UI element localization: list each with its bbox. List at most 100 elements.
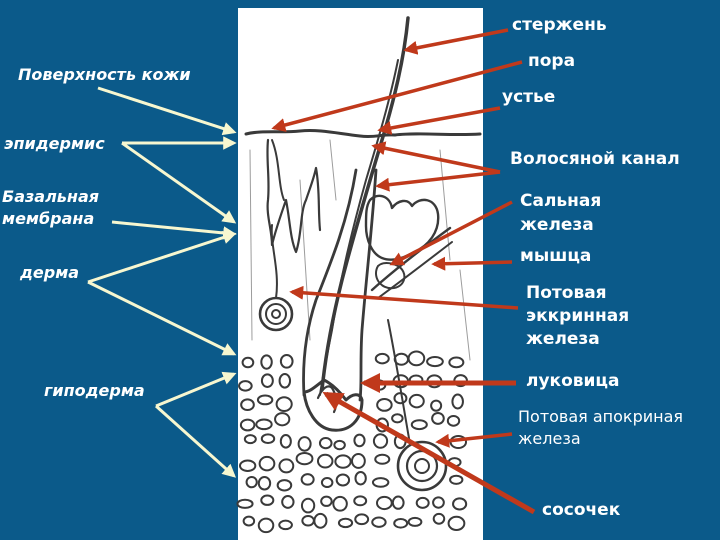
fat-cell (432, 512, 446, 525)
eccrine-coil-inner (271, 309, 281, 319)
label-dermis: дерма (20, 263, 80, 282)
fat-cell (240, 398, 255, 412)
fat-cell (371, 516, 387, 528)
label-sebaceous-line2: железа (520, 215, 594, 235)
fat-cell (447, 515, 466, 531)
fat-cell (374, 352, 390, 365)
label-bulb: луковица (526, 371, 620, 391)
arrow-pore (271, 60, 523, 132)
fat-cell (415, 496, 430, 509)
apocrine-coil-inner (414, 458, 430, 474)
label-sebaceous-line1: Сальная (520, 191, 602, 211)
arrector-muscle-2 (377, 241, 453, 299)
arrow-hypodermis-1 (155, 371, 237, 408)
right-pointer-arrows (271, 28, 536, 515)
arrow-basement (111, 220, 237, 240)
fat-cell (281, 495, 295, 509)
fat-cell (256, 394, 274, 406)
fat-cell (278, 519, 293, 531)
fat-cell (275, 396, 293, 413)
hypodermis-fat-cells (236, 350, 468, 534)
sebaceous-gland (364, 194, 440, 261)
fat-cell (407, 516, 423, 527)
fat-cell (279, 353, 294, 369)
fat-cell (257, 517, 275, 534)
fat-cell (243, 434, 257, 445)
fat-cell (393, 518, 409, 529)
fat-cell (335, 473, 351, 487)
fat-cell (431, 411, 445, 425)
label-papilla: сосочек (542, 500, 621, 520)
fat-cell (426, 355, 444, 368)
label-pore: пора (528, 51, 576, 71)
fat-cell (333, 439, 346, 451)
fat-cell (257, 476, 272, 491)
fat-cell (332, 495, 348, 512)
fat-cell (446, 414, 461, 427)
label-hypodermis: гиподерма (44, 381, 145, 400)
fat-cell (297, 436, 312, 452)
label-muscle: мышца (520, 246, 592, 266)
eccrine-coil-mid (265, 303, 287, 325)
fat-cell (372, 433, 389, 449)
fat-cell (376, 397, 393, 412)
hair-bulb (302, 378, 364, 432)
fat-cell (449, 474, 464, 485)
fat-cell (255, 418, 273, 431)
apocrine-coil-outer (396, 440, 448, 492)
fat-cell (238, 380, 253, 392)
arrow-papilla (322, 391, 536, 515)
arrow-muscle (431, 256, 513, 271)
fat-cell (239, 459, 257, 472)
fat-cell (239, 418, 256, 432)
fat-cell (320, 495, 333, 507)
fat-cell (278, 373, 292, 389)
fat-cell (295, 451, 314, 466)
fat-cell (300, 497, 316, 514)
fat-cell (354, 513, 370, 526)
arrow-sebaceous (389, 200, 513, 266)
basement-membrane-line (266, 138, 322, 254)
fat-cell (241, 356, 255, 369)
fat-cell (374, 453, 391, 465)
arrow-dermis-1 (87, 230, 237, 284)
fat-cell (354, 470, 367, 486)
fat-cell (452, 497, 468, 511)
arrow-dermis-2 (87, 280, 237, 356)
skin-sketch (244, 16, 482, 492)
fat-cell (242, 515, 256, 527)
arrow-hypodermis-2 (154, 404, 237, 478)
fat-cell (430, 399, 443, 412)
fat-cell (351, 452, 366, 469)
label-apocrine-line2: железа (518, 429, 581, 448)
fat-cell (391, 413, 404, 424)
label-epidermis: эпидермис (4, 134, 105, 153)
arrow-canal-1 (371, 141, 501, 174)
fat-cell (407, 350, 426, 367)
fat-cell (408, 393, 425, 409)
label-skin-surface: Поверхность кожи (18, 65, 191, 84)
label-eccrine-line3: железа (526, 329, 600, 349)
fat-cell (245, 475, 258, 489)
hair-shaft-inner (319, 59, 399, 396)
fat-cell (393, 392, 408, 405)
label-basement-membrane-line1: Базальная (2, 187, 100, 206)
fat-cell (260, 373, 274, 388)
fat-cell (371, 477, 390, 488)
fat-cell (236, 498, 254, 509)
fat-cell (334, 454, 352, 469)
label-eccrine-line1: Потовая (526, 283, 607, 303)
fat-cell (432, 496, 445, 509)
arrow-eccrine (289, 285, 519, 310)
fat-cell (260, 354, 273, 370)
fat-cell (353, 495, 368, 507)
fat-cell (448, 356, 465, 369)
arrow-skin-surface (97, 86, 237, 136)
fat-cell (353, 433, 366, 448)
follicle-left-wall (302, 168, 358, 397)
arrow-orifice (377, 106, 501, 135)
fat-cell (313, 512, 328, 529)
label-shaft: стержень (512, 15, 607, 35)
